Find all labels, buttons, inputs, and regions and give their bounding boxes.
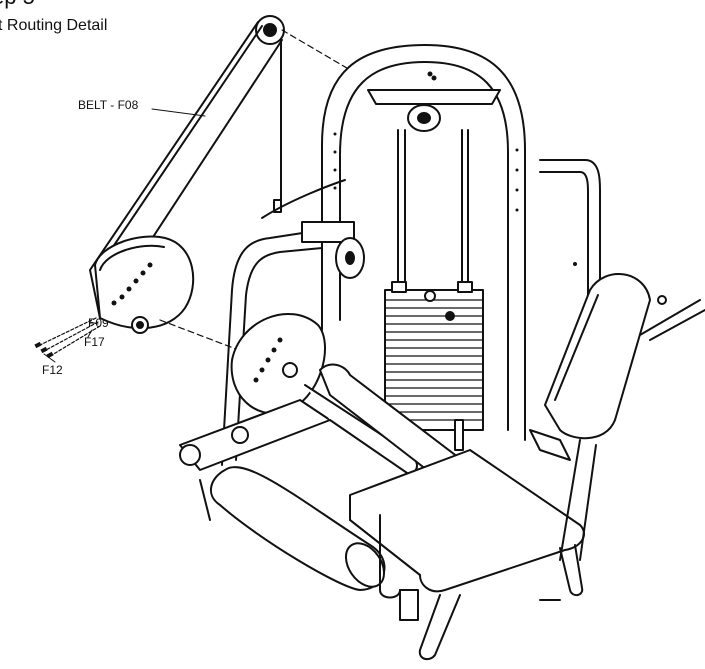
- cam-plate-holes: [111, 262, 153, 306]
- fastener-heads: [34, 341, 54, 359]
- belt-inner-edge: [95, 25, 263, 273]
- belt-f08: [89, 21, 283, 319]
- cam-plate: [94, 235, 195, 330]
- back-pad: [529, 273, 705, 561]
- callout-leaders: [43, 108, 206, 363]
- cam-axle-hub: [136, 321, 144, 329]
- top-pulley-hub: [263, 23, 277, 37]
- belt-callout-label: BELT - F08: [78, 98, 139, 112]
- cam-plate-rim: [99, 244, 165, 271]
- f12-callout-label: F12: [42, 363, 63, 377]
- mid-bracket: [301, 221, 355, 243]
- leg-pad-assembly: [179, 363, 489, 591]
- belt-detail-assembly: [34, 15, 285, 363]
- machine-cam: [230, 313, 327, 415]
- diagram-subtitle: t Routing Detail: [0, 17, 108, 34]
- f17-callout-label: F17: [84, 335, 105, 349]
- step-title: ep 5: [0, 0, 35, 8]
- weight-stack: [384, 281, 484, 431]
- seat-assembly: [349, 419, 585, 661]
- top-pulley: [255, 15, 285, 45]
- fastener-lines: [39, 317, 101, 356]
